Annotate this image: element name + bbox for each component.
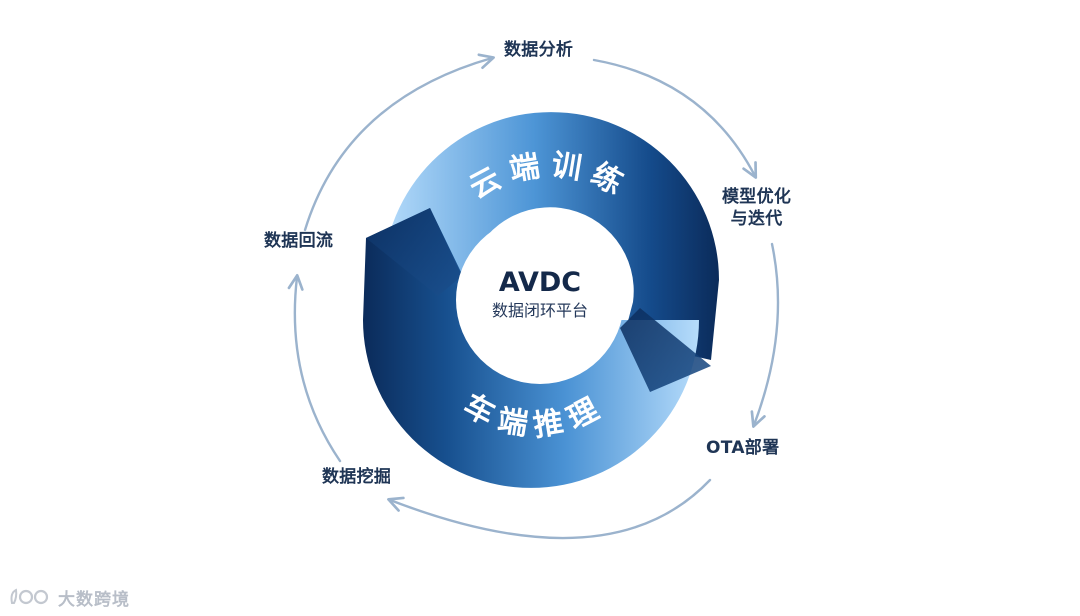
arrow-backflow-to-analysis <box>303 53 495 232</box>
arrow-optimize-to-ota <box>750 242 780 428</box>
step-model-optimization-line1: 模型优化 <box>722 187 792 207</box>
ring-upper-half <box>383 112 719 360</box>
watermark: 大数跨境 <box>8 584 130 610</box>
watermark-logo-icon <box>10 588 49 605</box>
center-subtitle: 数据闭环平台 <box>491 301 588 320</box>
ring-arrowhead-right <box>620 308 711 392</box>
center-disc <box>456 216 624 384</box>
step-data-mining: 数据挖掘 <box>322 467 392 487</box>
watermark-text: 大数跨境 <box>58 589 130 610</box>
arrow-ota-to-mining <box>387 478 712 540</box>
ring-arrowhead-left <box>366 208 462 296</box>
step-ota-deployment: OTA部署 <box>706 438 780 458</box>
arrow-mining-to-backflow <box>287 273 342 463</box>
outer-cycle-arrows <box>287 53 780 540</box>
center-title: AVDC <box>498 267 582 298</box>
step-model-optimization-line2: 与迭代 <box>730 209 783 229</box>
center-label: AVDC 数据闭环平台 <box>455 266 625 322</box>
step-data-backflow: 数据回流 <box>264 231 334 251</box>
step-data-analysis: 数据分析 <box>504 40 574 60</box>
step-model-optimization: 模型优化 与迭代 <box>722 186 791 230</box>
arrow-analysis-to-optimize <box>592 58 758 179</box>
